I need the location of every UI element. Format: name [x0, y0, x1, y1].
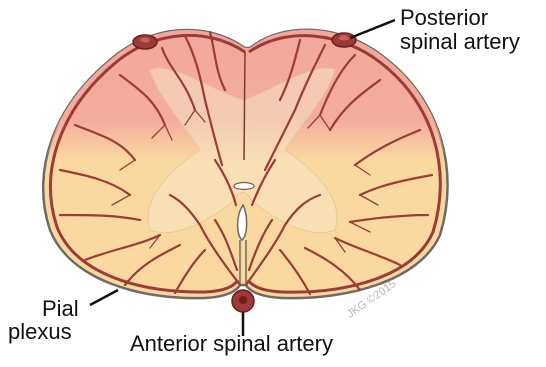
anterior-spinal-artery-lumen [239, 296, 247, 304]
pial-plexus-leader [90, 290, 118, 305]
posterior-spinal-artery-label-line2: spinal artery [400, 30, 520, 53]
anterior-spinal-artery-label: Anterior spinal artery [130, 332, 333, 355]
posterior-spinal-artery-label-line1: Posterior [400, 6, 488, 29]
pial-plexus-label-line1: Pial [42, 297, 79, 320]
posterior-spinal-artery-left-highlight [140, 38, 150, 43]
posterior-median-septum [244, 52, 245, 160]
pial-plexus-label-line2: plexus [8, 320, 72, 343]
central-canal [234, 183, 254, 190]
posterior-spinal-artery-right-highlight [339, 36, 349, 41]
posterior-spinal-artery-leader [350, 20, 395, 38]
